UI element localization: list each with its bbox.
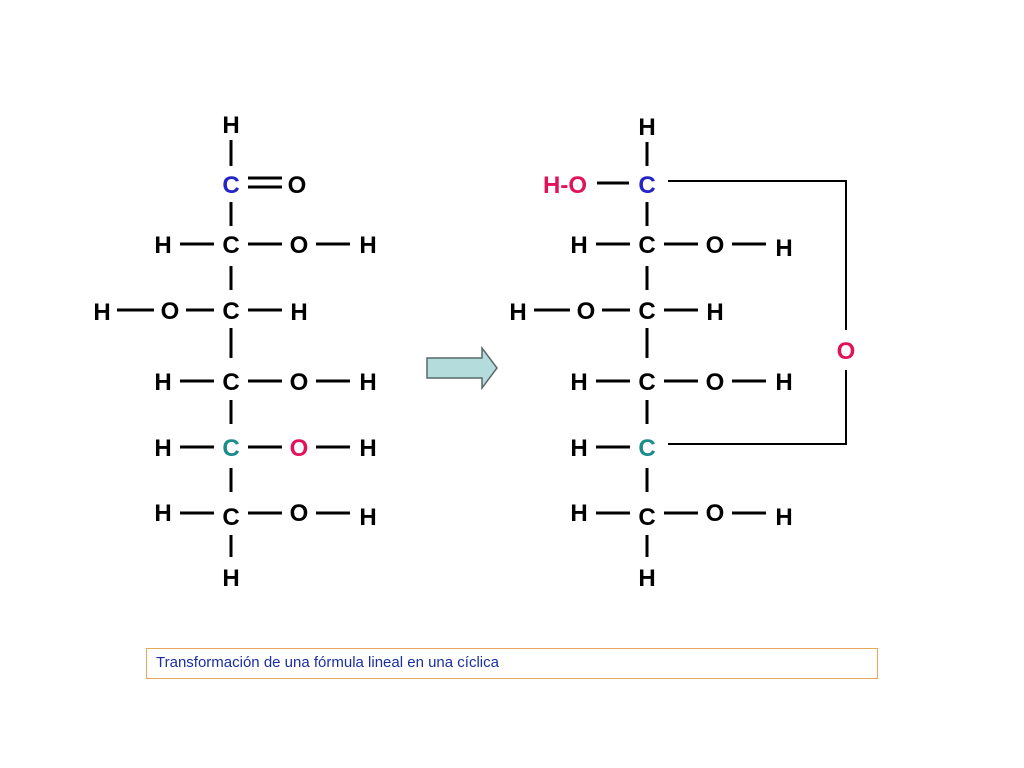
atom-c5: C xyxy=(638,435,655,462)
atom-c4: C xyxy=(222,369,239,396)
atom-h: H xyxy=(775,504,792,531)
atom-h: H xyxy=(154,500,171,527)
atom-h: H xyxy=(93,299,110,326)
atom-c3: C xyxy=(222,298,239,325)
atom-h: H xyxy=(775,369,792,396)
atom-c1: C xyxy=(638,172,655,199)
figure-caption: Transformación de una fórmula lineal en … xyxy=(146,648,878,679)
atom-h: H xyxy=(706,299,723,326)
atom-c2: C xyxy=(222,232,239,259)
atom-o: O xyxy=(706,369,725,396)
atom-h: H xyxy=(359,504,376,531)
atom-c6: C xyxy=(222,504,239,531)
atom-h: H xyxy=(359,435,376,462)
atom-c1: C xyxy=(222,172,239,199)
hydroxyl-group: H-O xyxy=(543,172,587,199)
ring-oxygen: O xyxy=(837,338,856,365)
ring-bond-lower xyxy=(668,370,847,445)
atom-h: H xyxy=(638,114,655,141)
atom-o: O xyxy=(161,298,180,325)
atom-c4: C xyxy=(638,369,655,396)
atom-o-highlight: O xyxy=(290,435,309,462)
atom-c5: C xyxy=(222,435,239,462)
atom-c3: C xyxy=(638,298,655,325)
atom-o: O xyxy=(290,232,309,259)
ring-bond-upper xyxy=(668,180,847,330)
atom-o: O xyxy=(290,500,309,527)
linear-formula xyxy=(117,140,350,557)
linear-atoms: H C O H C O H H O C H H C O H H C O H H … xyxy=(93,112,376,592)
atom-h: H xyxy=(154,369,171,396)
atom-c6: C xyxy=(638,504,655,531)
atom-h: H xyxy=(290,299,307,326)
atom-h: H xyxy=(570,500,587,527)
atom-o: O xyxy=(290,369,309,396)
atom-h: H xyxy=(570,435,587,462)
atom-h: H xyxy=(775,235,792,262)
cyclic-atoms: H H-O C H C O H H O C H H C O H H C H C … xyxy=(509,114,855,592)
atom-h: H xyxy=(570,369,587,396)
atom-h: H xyxy=(509,299,526,326)
atom-h: H xyxy=(570,232,587,259)
atom-h: H xyxy=(154,435,171,462)
atom-h: H xyxy=(154,232,171,259)
atom-o: O xyxy=(577,298,596,325)
atom-h: H xyxy=(638,565,655,592)
atom-h: H xyxy=(359,232,376,259)
atom-o: O xyxy=(706,232,725,259)
cyclic-formula xyxy=(534,142,847,557)
atom-h: H xyxy=(359,369,376,396)
right-arrow-icon xyxy=(426,345,498,391)
atom-c2: C xyxy=(638,232,655,259)
atom-h: H xyxy=(222,565,239,592)
atom-h: H xyxy=(222,112,239,139)
atom-o: O xyxy=(706,500,725,527)
atom-o: O xyxy=(288,172,307,199)
